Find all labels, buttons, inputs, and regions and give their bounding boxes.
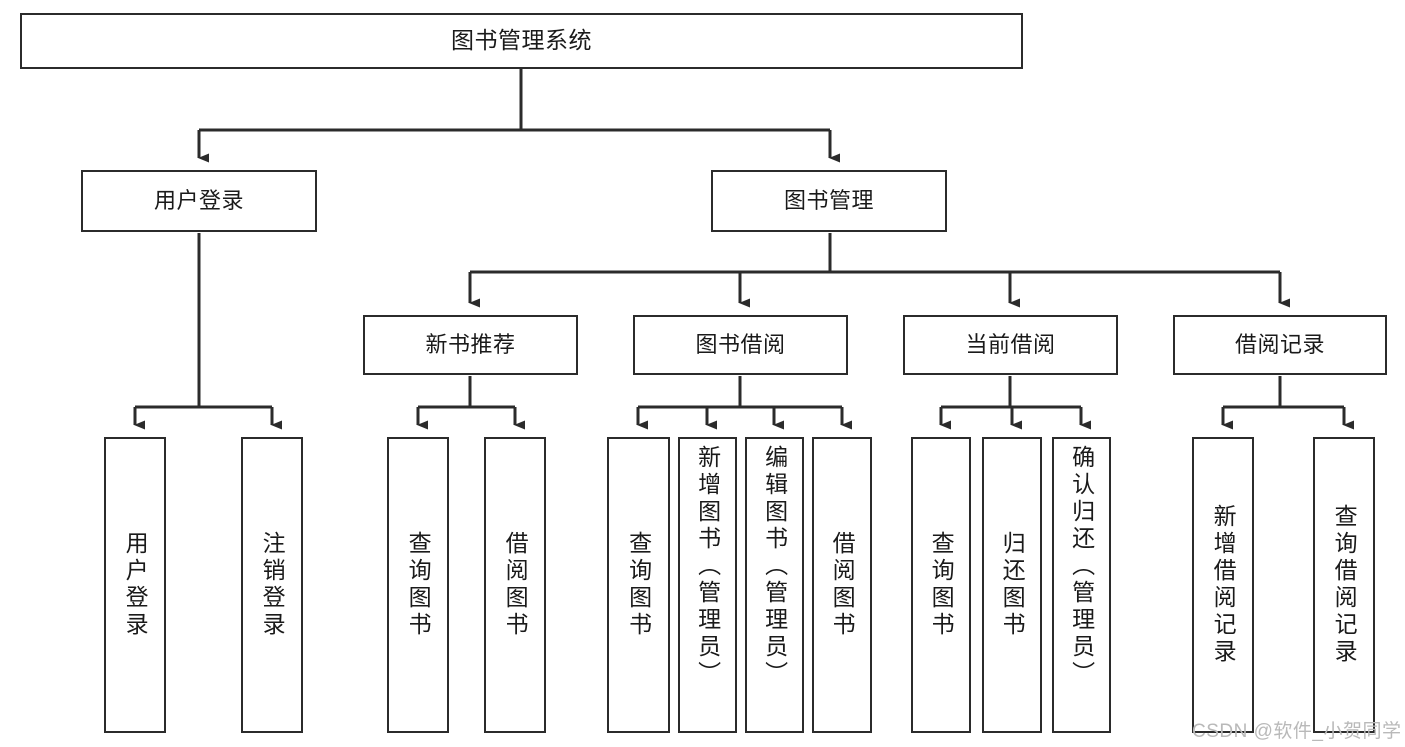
node-leaf-confirm-return-admin-label: 确认归还（管理员）	[1068, 445, 1095, 688]
node-level3-new-book-recommend-label: 新书推荐	[425, 331, 516, 357]
node-level3-book-borrow[interactable]: 图书借阅	[633, 315, 848, 375]
node-level3-borrow-record-label: 借阅记录	[1234, 331, 1325, 357]
node-leaf-borrow-book-recommend[interactable]: 借阅图书	[484, 437, 546, 733]
node-leaf-confirm-return-admin[interactable]: 确认归还（管理员）	[1052, 437, 1111, 733]
node-level3-current-borrow[interactable]: 当前借阅	[903, 315, 1118, 375]
node-leaf-return-book-label: 归还图书	[999, 531, 1026, 639]
node-leaf-query-book-borrow-label: 查询图书	[625, 531, 652, 639]
node-leaf-user-login[interactable]: 用户登录	[104, 437, 166, 733]
node-leaf-logout[interactable]: 注销登录	[241, 437, 303, 733]
node-leaf-query-book-borrow[interactable]: 查询图书	[607, 437, 670, 733]
node-leaf-return-book[interactable]: 归还图书	[982, 437, 1042, 733]
node-level3-current-borrow-label: 当前借阅	[965, 331, 1056, 357]
node-leaf-borrow-book[interactable]: 借阅图书	[812, 437, 872, 733]
watermark: CSDN @软件_小贺同学	[1192, 721, 1402, 742]
node-level3-book-borrow-label: 图书借阅	[695, 331, 786, 357]
node-leaf-query-book-recommend[interactable]: 查询图书	[387, 437, 449, 733]
node-level2-user-login-label: 用户登录	[153, 187, 244, 213]
node-level2-book-management[interactable]: 图书管理	[711, 170, 947, 232]
node-leaf-user-login-label: 用户登录	[122, 531, 149, 639]
node-root-label: 图书管理系统	[451, 27, 592, 54]
node-leaf-add-book-admin[interactable]: 新增图书（管理员）	[678, 437, 737, 733]
node-level2-user-login[interactable]: 用户登录	[81, 170, 317, 232]
node-leaf-query-book-recommend-label: 查询图书	[405, 531, 432, 639]
node-leaf-add-borrow-record-label: 新增借阅记录	[1210, 504, 1237, 666]
node-level3-new-book-recommend[interactable]: 新书推荐	[363, 315, 578, 375]
node-leaf-query-book-current-label: 查询图书	[928, 531, 955, 639]
node-level3-borrow-record[interactable]: 借阅记录	[1173, 315, 1387, 375]
node-leaf-borrow-book-label: 借阅图书	[829, 531, 856, 639]
node-leaf-logout-label: 注销登录	[259, 531, 286, 639]
node-leaf-borrow-book-recommend-label: 借阅图书	[502, 531, 529, 639]
node-root[interactable]: 图书管理系统	[20, 13, 1023, 69]
node-leaf-query-borrow-record-label: 查询借阅记录	[1331, 504, 1358, 666]
node-level2-book-management-label: 图书管理	[783, 187, 874, 213]
node-leaf-query-book-current[interactable]: 查询图书	[911, 437, 971, 733]
node-leaf-add-borrow-record[interactable]: 新增借阅记录	[1192, 437, 1254, 733]
node-leaf-query-borrow-record[interactable]: 查询借阅记录	[1313, 437, 1375, 733]
node-leaf-add-book-admin-label: 新增图书（管理员）	[694, 445, 721, 688]
node-leaf-edit-book-admin-label: 编辑图书（管理员）	[761, 445, 788, 688]
node-leaf-edit-book-admin[interactable]: 编辑图书（管理员）	[745, 437, 804, 733]
